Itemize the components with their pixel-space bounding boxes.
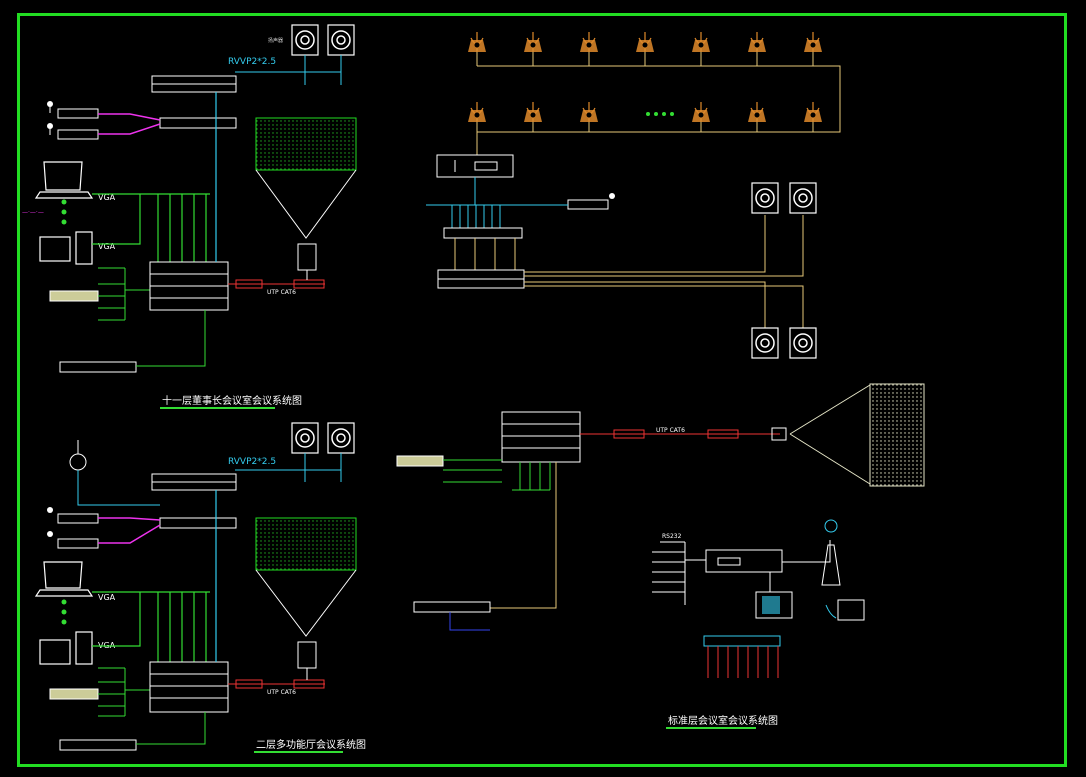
wireless-receiver	[57, 129, 99, 140]
utp-label: UTP CAT6	[267, 689, 296, 696]
microphone-icon	[691, 31, 711, 53]
microphone-icon	[467, 31, 487, 53]
svg-text:扬声器: 扬声器	[268, 37, 283, 44]
microphone-icon	[523, 101, 543, 123]
system-bottom-right: UTP CAT6 RS232 标准层会议室会议系统图	[396, 383, 925, 729]
projection-screen	[255, 117, 357, 171]
tablet-icon	[837, 599, 865, 621]
microphone-icon	[691, 101, 711, 123]
speaker-icon	[291, 422, 319, 454]
recorder	[413, 601, 491, 613]
laptop-icon	[43, 561, 83, 589]
antenna-icon	[821, 544, 841, 586]
vga-label: VGA	[98, 242, 116, 251]
microphone-icon	[579, 101, 599, 123]
vga-label: VGA	[98, 593, 116, 602]
vga-label: VGA	[98, 193, 116, 202]
microphone-icon	[747, 101, 767, 123]
speaker-icon	[327, 24, 355, 56]
speaker-icon	[789, 327, 817, 359]
system-top-left: RVVP2*2.5 扬声器 VGA VGA —·—·—	[22, 24, 357, 409]
microphone-icon	[803, 101, 823, 123]
projection-screen	[255, 517, 357, 571]
matrix-switcher	[501, 411, 581, 463]
microphone-icon	[635, 31, 655, 53]
microphone-icon	[747, 31, 767, 53]
speaker-icon	[751, 327, 779, 359]
speaker-icon	[327, 422, 355, 454]
recorder	[59, 361, 137, 373]
pc-tower-icon	[75, 631, 93, 665]
mixer	[159, 517, 237, 529]
projector-icon	[297, 243, 317, 271]
rs232-label: RS232	[662, 533, 682, 540]
cable-label: RVVP2*2.5	[228, 457, 276, 467]
projection-screen	[869, 383, 925, 487]
microphone-icon	[523, 31, 543, 53]
microphone-icon	[803, 31, 823, 53]
speaker-icon	[789, 182, 817, 214]
system-bottom-left: RVVP2*2.5 VGA VGA UTP CAT6	[34, 422, 366, 753]
mixer	[159, 117, 237, 129]
laptop-icon	[43, 161, 83, 191]
projector-icon	[297, 641, 317, 669]
diagram-title: 标准层会议室会议系统图	[668, 714, 778, 727]
wireless-receiver	[567, 199, 609, 210]
utp-label: UTP CAT6	[656, 427, 685, 434]
touch-panel-icon	[755, 591, 793, 619]
speaker-icon	[291, 24, 319, 56]
matrix-switcher	[149, 661, 229, 713]
speaker-icon	[751, 182, 779, 214]
wireless-receiver	[57, 108, 99, 119]
diagram-title: 二层多功能厅会议系统图	[256, 738, 366, 751]
projector-icon	[771, 427, 787, 441]
cable-label: RVVP2*2.5	[228, 57, 276, 67]
microphone-icon	[467, 101, 487, 123]
power-sequencer	[703, 635, 781, 647]
recorder	[59, 739, 137, 751]
monitor-icon	[39, 236, 71, 262]
central-controller	[705, 549, 783, 573]
microphone-icon	[579, 31, 599, 53]
monitor-icon	[39, 639, 71, 665]
audio-processor	[443, 227, 523, 239]
svg-text:—·—·—: —·—·—	[22, 209, 44, 216]
pc-tower-icon	[75, 231, 93, 265]
drawing-frame	[17, 13, 1067, 767]
system-top-right	[426, 31, 841, 359]
utp-label: UTP CAT6	[267, 289, 296, 296]
diagram-title: 十一层董事长会议室会议系统图	[162, 394, 302, 407]
